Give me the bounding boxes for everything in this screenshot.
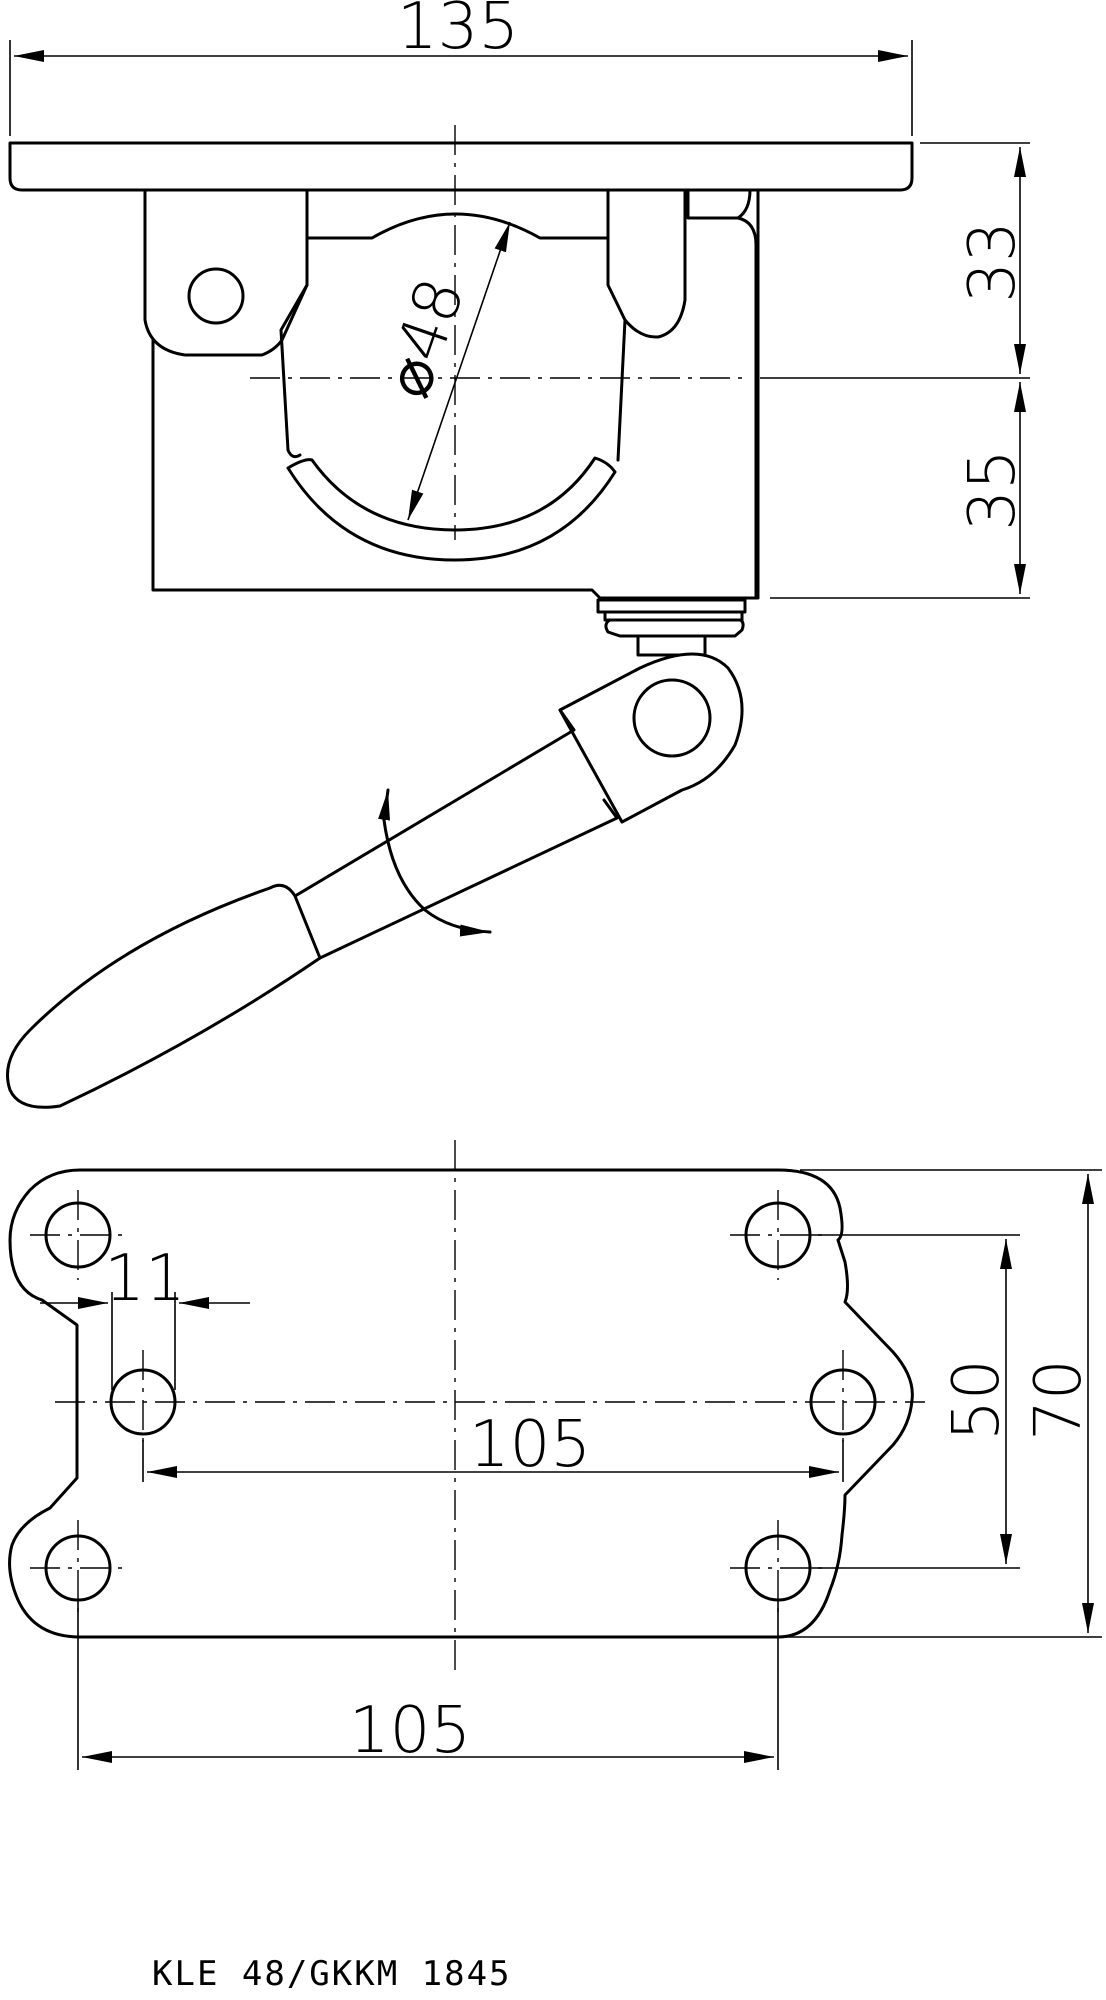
base-height-label: 70 (1022, 1359, 1096, 1440)
dimension-hole-spacing-outer: 105 (77, 1600, 779, 1770)
height-lower-label: 35 (956, 449, 1030, 530)
eye-pin (632, 678, 712, 758)
hole-spacing-center-label: 105 (469, 1408, 591, 1482)
lever-grip (6, 883, 322, 1109)
right-lug (606, 188, 687, 339)
dimension-base-heights: 50 70 (780, 1169, 1102, 1638)
hinge-stem (596, 598, 747, 657)
body-right-edge (736, 216, 758, 600)
plate-width-label: 135 (397, 0, 519, 64)
inner-hole-spacing-label: 50 (940, 1359, 1014, 1440)
bottom-saddle (286, 456, 617, 562)
tube-diameter-label: ⌀48 (371, 269, 480, 407)
dimension-hole-diameter: 11 (40, 1242, 250, 1390)
top-plate (8, 141, 914, 192)
hole-spacing-outer-label: 105 (349, 1694, 471, 1768)
base-plate-view (8, 1140, 925, 1670)
tube-opening (305, 212, 610, 240)
drawing-caption: KLE 48/GKKM 1845 (152, 1954, 512, 1994)
rotation-arrow (382, 818, 492, 937)
clamp-body (151, 188, 760, 600)
base-plate-outline (8, 1168, 914, 1639)
dimension-tube-diameter: ⌀48 (371, 221, 511, 521)
lever-shaft (283, 708, 619, 960)
clamp-side-view (6, 125, 914, 1109)
lever-eye (558, 652, 744, 824)
dimension-heights: 33 35 (760, 142, 1030, 599)
dimension-hole-spacing-center: 105 (142, 1408, 844, 1482)
height-upper-label: 33 (956, 221, 1030, 302)
lug-hole (187, 267, 245, 325)
hole-diameter-label: 11 (104, 1242, 185, 1316)
dimension-plate-width: 135 (9, 0, 913, 136)
